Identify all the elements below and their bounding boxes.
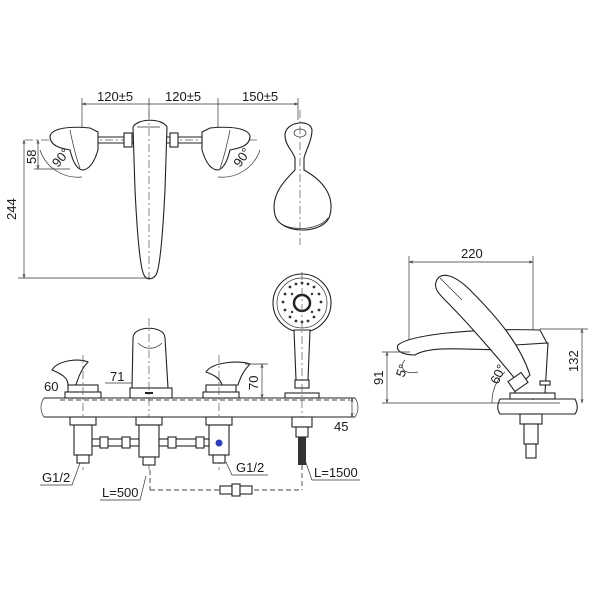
dim-height-total: 244 (4, 198, 19, 220)
angle-spout: 5° (393, 362, 411, 379)
cold-marker-icon (215, 439, 223, 447)
dim-spout: 71 (110, 369, 124, 384)
dim-spacing-left: 120±5 (97, 89, 133, 104)
dim-hose-shower: L=1500 (314, 465, 358, 480)
valve-right (205, 416, 233, 464)
hose-braided (298, 437, 306, 465)
spray-nozzles (281, 281, 323, 324)
dim-inlet-left: G1/2 (42, 470, 70, 485)
front-view: 60 71 70 45 (40, 272, 360, 501)
dim-spacing-right: 120±5 (165, 89, 201, 104)
dim-reach: 220 (461, 246, 483, 261)
dim-handle-left: 60 (44, 379, 58, 394)
dim-total-height: 132 (566, 350, 581, 372)
valve-left (69, 416, 97, 464)
dim-hose-spout: L=500 (102, 485, 139, 500)
side-view: 220 91 132 5° 60° (371, 246, 588, 459)
dim-deck: 45 (334, 419, 348, 434)
dim-handle-right: 70 (246, 376, 261, 390)
top-view: 120±5 120±5 150±5 90° 90° 244 58 (4, 89, 332, 282)
dim-inlet-right: G1/2 (236, 460, 264, 475)
valve-center (135, 416, 163, 466)
dim-spout-height: 91 (371, 371, 386, 385)
dim-spacing-shower: 150±5 (242, 89, 278, 104)
dim-handle-height: 58 (24, 150, 39, 164)
